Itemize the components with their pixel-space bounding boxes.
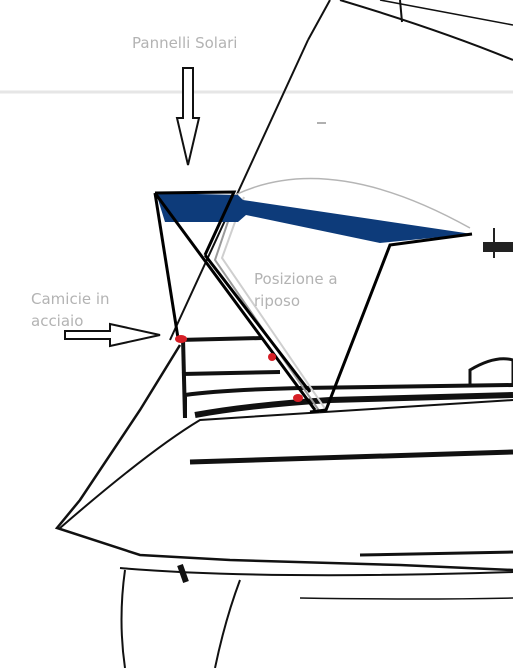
arch-frame-front [153, 192, 180, 339]
backstay-line [399, 0, 403, 23]
hull-outline [54, 344, 513, 572]
solar-panels-arrow [175, 67, 201, 166]
mast-top-line [307, 0, 331, 41]
keel-line-left [120, 569, 126, 668]
steel-sleeves-label-line2: acciaio [31, 312, 84, 330]
rest-position-label-line2: riposo [254, 292, 301, 310]
pushpit-post [181, 337, 187, 419]
rest-position-arc [234, 177, 471, 229]
rest-position-label-line1: Posizione a [254, 270, 338, 288]
sail-curve-top [339, 0, 513, 61]
steel-sleeves-label: Camicie in acciaio [31, 288, 141, 332]
cockpit-seat [194, 392, 513, 418]
sleeve-joint-middle [268, 353, 276, 361]
solar-panels-label: Pannelli Solari [132, 32, 237, 54]
rudder-line [177, 564, 189, 583]
sleeve-joint-rear [293, 394, 303, 402]
solar-panel-shape [156, 193, 472, 243]
rest-position-label: Posizione a riposo [254, 268, 364, 312]
mast-line [169, 39, 309, 341]
arch-frame-support [309, 232, 473, 414]
steel-sleeves-arrow [64, 322, 161, 348]
arch-frame-top [154, 190, 237, 256]
pushpit-rail-lower [181, 370, 281, 376]
stern-fitting [483, 242, 513, 252]
keel-line-right [214, 579, 241, 668]
pushpit-rail-upper [177, 336, 263, 342]
sail-curve-top-2 [379, 0, 513, 26]
hull-rubrail [189, 449, 513, 465]
hull-deck-curve [59, 399, 513, 529]
solar-panels-label-text: Pannelli Solari [132, 34, 238, 52]
sleeve-joint-front [175, 335, 187, 343]
hull-waterline [119, 567, 513, 577]
arch-frame-diagonal [153, 192, 317, 411]
arch-frame-rear [203, 254, 312, 393]
cockpit-coaming [183, 383, 513, 418]
hull-bottom-right [299, 597, 513, 600]
winch-housing [468, 357, 513, 387]
steel-sleeves-label-line1: Camicie in [31, 290, 110, 308]
hull-stripe-lower [359, 550, 513, 557]
